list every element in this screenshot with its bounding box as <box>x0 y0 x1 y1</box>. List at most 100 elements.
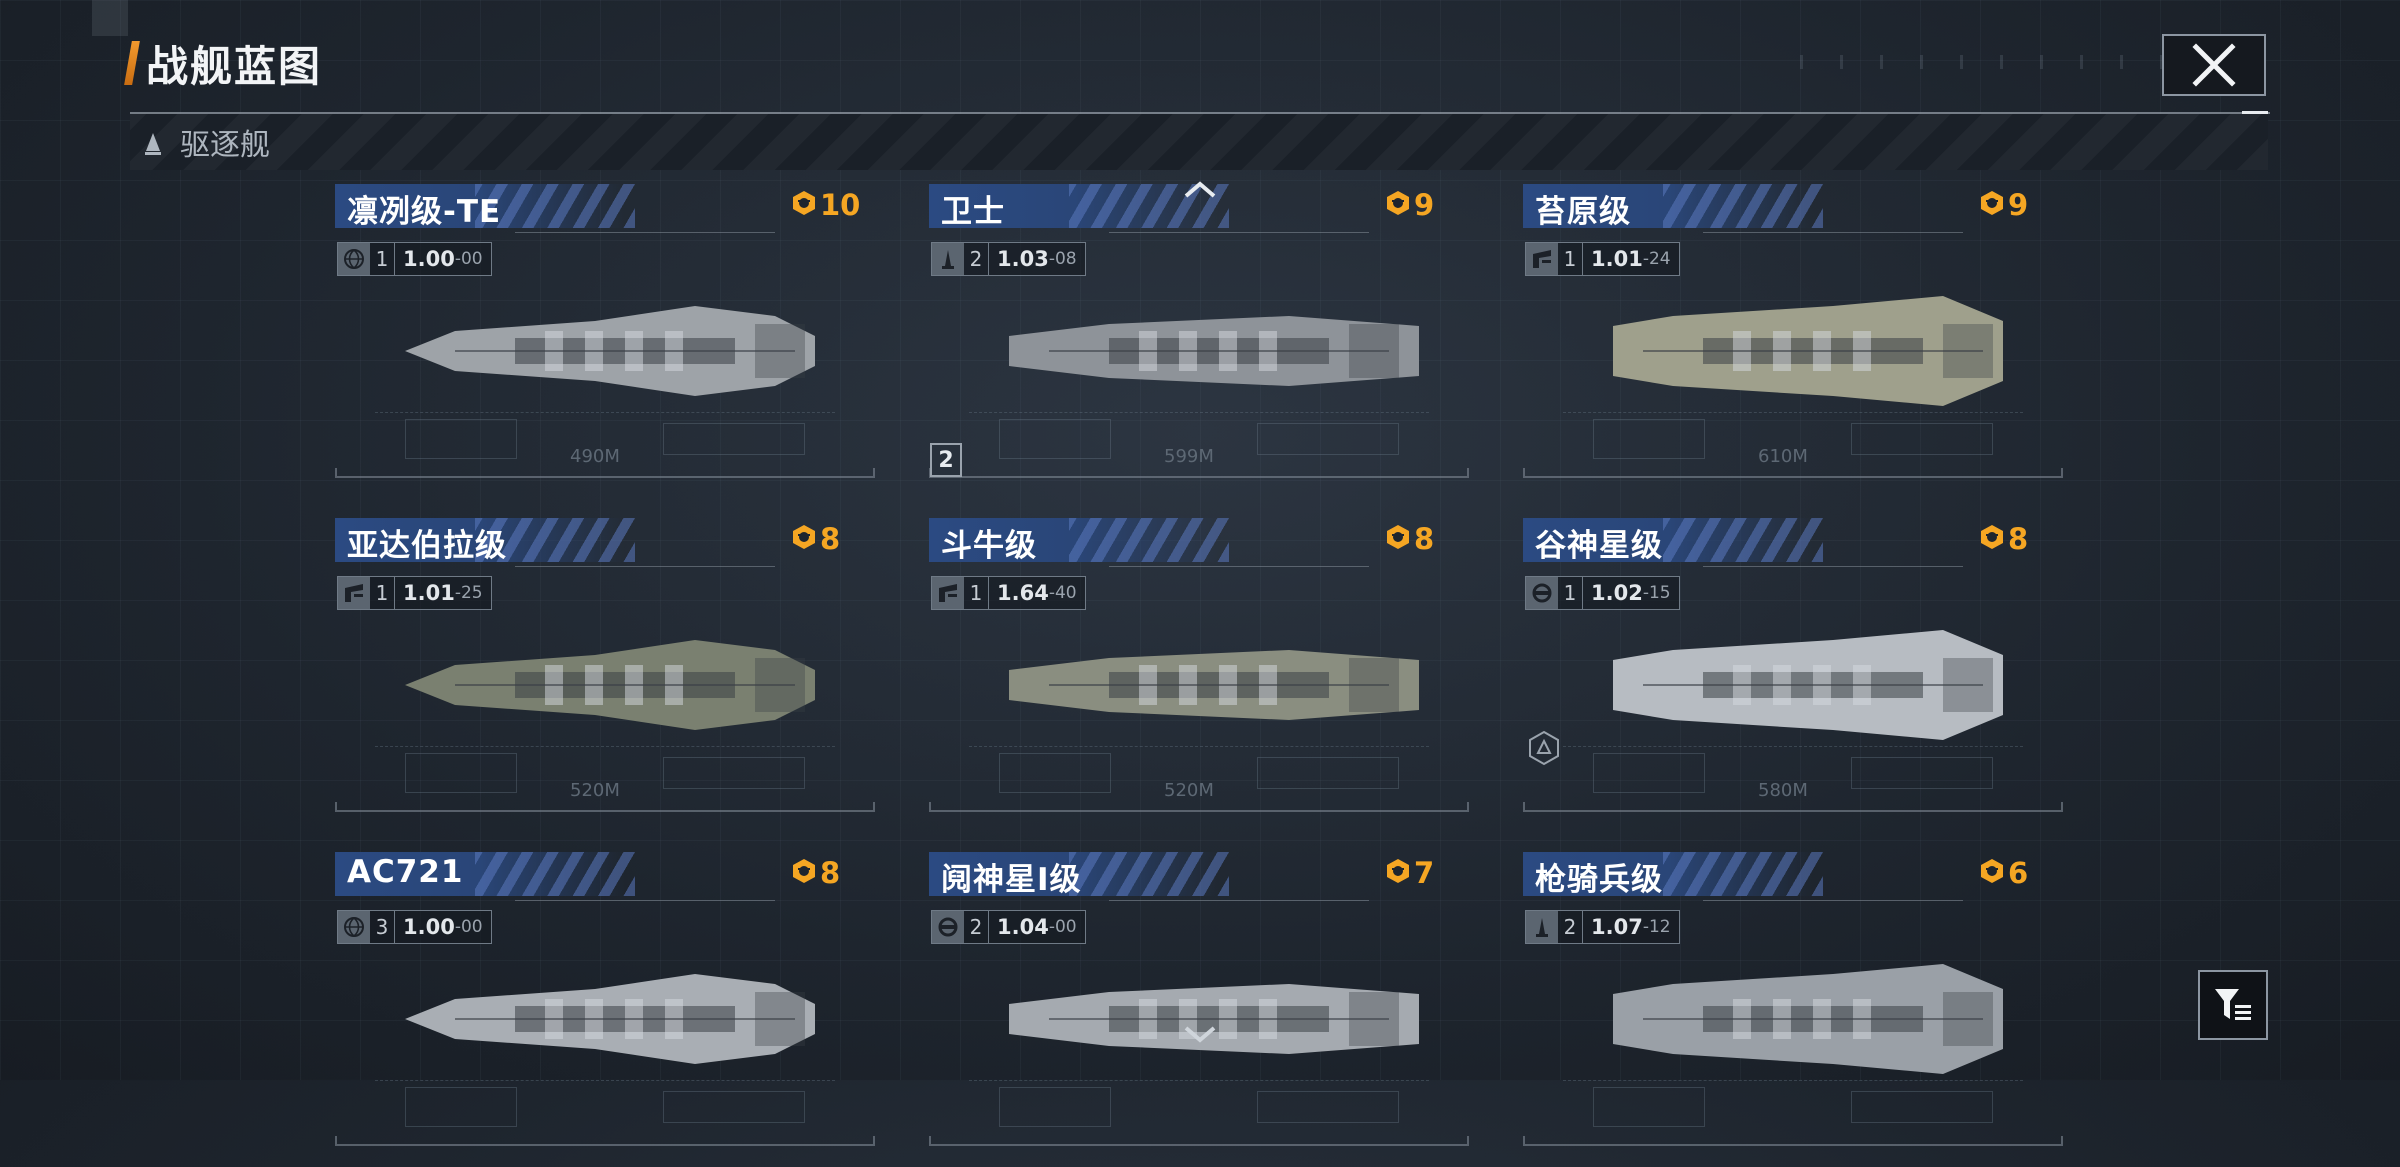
ship-name-bar: 枪骑兵级 <box>1523 852 1823 898</box>
level-value: 8 <box>820 856 841 890</box>
page-title: 战舰蓝图 <box>146 41 323 91</box>
version-main: 1.01 <box>403 581 455 605</box>
ship-tier: 1 <box>1558 243 1583 275</box>
hexagon-icon[interactable] <box>1528 730 1560 766</box>
blueprint-outline <box>969 412 1429 469</box>
corner-decoration <box>92 0 128 36</box>
hangar-icon <box>932 577 964 609</box>
ship-name-bar: 亚达伯拉级 <box>335 518 635 564</box>
leader-line <box>1703 566 1963 627</box>
leader-line <box>515 566 775 627</box>
ship-name-bar: 苔原级 <box>1523 184 1823 230</box>
ship-model <box>1009 984 1419 1054</box>
level-value: 9 <box>1414 188 1435 222</box>
ship-version: 1.00-00 <box>395 911 491 943</box>
ship-name: 亚达伯拉级 <box>347 528 507 564</box>
ship-stats: 1 1.00-00 <box>337 242 492 276</box>
level-value: 7 <box>1414 856 1435 890</box>
ship-level: 8 <box>1384 522 1434 556</box>
name-bar-stripes <box>475 518 635 562</box>
ship-name: 苔原级 <box>1535 194 1631 230</box>
ship-card[interactable]: 阋神星I级 7 2 1.04-00 <box>929 852 1469 1167</box>
ruler-decoration <box>1800 55 2230 69</box>
blueprint-outline <box>375 746 835 803</box>
ship-version: 1.04-00 <box>989 911 1085 943</box>
ship-model <box>405 306 815 396</box>
scroll-down-icon[interactable] <box>1180 1022 1220 1048</box>
blueprint-outline <box>375 412 835 469</box>
ship-card[interactable]: 亚达伯拉级 8 1 1.01-25 520M <box>335 518 875 833</box>
ship-name: 枪骑兵级 <box>1535 862 1663 898</box>
page-badge: 2 <box>930 443 962 477</box>
scroll-up-icon[interactable] <box>1180 176 1220 202</box>
tower-icon <box>932 243 964 275</box>
header-divider <box>130 112 2270 114</box>
ship-version: 1.03-08 <box>989 243 1085 275</box>
level-icon <box>1978 189 2008 221</box>
version-sub: -12 <box>1642 917 1671 937</box>
ship-card[interactable]: 枪骑兵级 6 2 1.07-12 <box>1523 852 2063 1167</box>
close-button[interactable] <box>2162 34 2266 96</box>
ship-level: 6 <box>1978 856 2028 890</box>
ship-stats: 2 1.07-12 <box>1525 910 1680 944</box>
ship-length: 520M <box>1164 780 1214 801</box>
level-icon <box>790 857 820 889</box>
ship-tier: 1 <box>964 577 989 609</box>
ship-name: AC721 <box>347 854 464 890</box>
ship-tier: 3 <box>370 911 395 943</box>
ship-name-bar: 阋神星I级 <box>929 852 1229 898</box>
ship-stats: 1 1.02-15 <box>1525 576 1680 610</box>
gear-icon <box>1526 577 1558 609</box>
ship-card[interactable]: 凛冽级-TE 10 1 1.00-00 490M <box>335 184 875 499</box>
ship-length: 599M <box>1164 446 1214 467</box>
gear-icon <box>932 911 964 943</box>
ship-level: 8 <box>1978 522 2028 556</box>
category-bar[interactable]: 驱逐舰 <box>130 114 2268 170</box>
leader-line <box>515 900 775 961</box>
name-bar-stripes <box>1663 852 1823 896</box>
version-sub: -25 <box>454 583 483 603</box>
leader-line <box>1109 566 1369 627</box>
version-main: 1.64 <box>997 581 1049 605</box>
ship-name: 凛冽级-TE <box>347 194 502 230</box>
ship-name-bar: 谷神星级 <box>1523 518 1823 564</box>
ship-tier: 2 <box>964 243 989 275</box>
ship-card[interactable]: 苔原级 9 1 1.01-24 610M <box>1523 184 2063 499</box>
blueprint-outline <box>969 746 1429 803</box>
card-baseline <box>335 1136 875 1146</box>
leader-line <box>1703 232 1963 293</box>
ship-length: 580M <box>1758 780 1808 801</box>
leader-line <box>1109 232 1369 293</box>
ship-tier: 2 <box>964 911 989 943</box>
version-main: 1.02 <box>1591 581 1643 605</box>
version-sub: -08 <box>1048 249 1077 269</box>
ship-version: 1.64-40 <box>989 577 1085 609</box>
version-main: 1.00 <box>403 915 455 939</box>
ship-card[interactable]: 斗牛级 8 1 1.64-40 520M <box>929 518 1469 833</box>
card-baseline <box>335 468 875 478</box>
ship-name-bar: AC721 <box>335 852 635 896</box>
level-value: 10 <box>820 188 861 222</box>
header: 战舰蓝图 <box>124 38 322 91</box>
version-main: 1.01 <box>1591 247 1643 271</box>
divider-cap <box>2242 111 2268 114</box>
ship-stats: 3 1.00-00 <box>337 910 492 944</box>
leader-line <box>515 232 775 293</box>
card-baseline <box>1523 1136 2063 1146</box>
level-icon <box>1978 523 2008 555</box>
level-icon <box>1384 523 1414 555</box>
globe-icon <box>338 243 370 275</box>
card-baseline <box>929 468 1469 478</box>
ship-card[interactable]: 卫士 9 2 1.03-08 599M <box>929 184 1469 499</box>
ship-name: 阋神星I级 <box>941 862 1082 898</box>
ship-length: 610M <box>1758 446 1808 467</box>
ship-card[interactable]: 谷神星级 8 1 1.02-15 580M <box>1523 518 2063 833</box>
ship-level: 9 <box>1978 188 2028 222</box>
filter-button[interactable] <box>2198 970 2268 1040</box>
blueprint-outline <box>1563 412 2023 469</box>
ship-card[interactable]: AC721 8 3 1.00-00 <box>335 852 875 1167</box>
ship-model <box>1009 650 1419 720</box>
name-bar-stripes <box>1069 184 1229 228</box>
ship-model <box>1009 316 1419 386</box>
version-sub: -15 <box>1642 583 1671 603</box>
